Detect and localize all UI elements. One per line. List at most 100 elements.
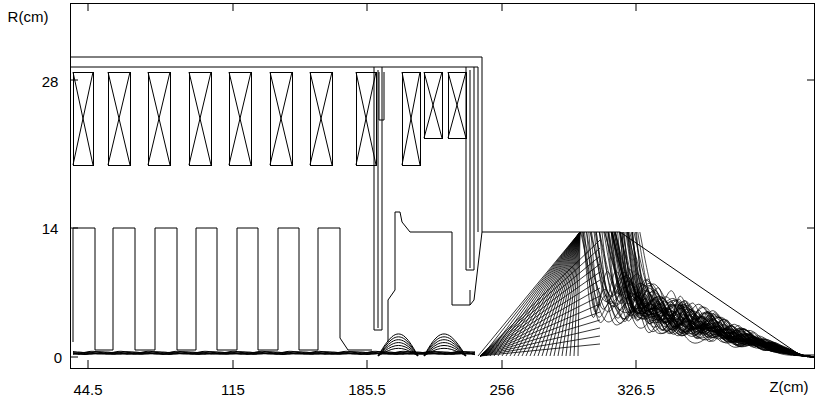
trajectory [480, 336, 600, 356]
trajectory [613, 232, 815, 357]
trajectory [612, 232, 815, 357]
outer-housing [70, 57, 580, 232]
plot-frame [71, 4, 815, 369]
trajectory [628, 232, 815, 357]
tick-label: 44.5 [73, 382, 102, 397]
tick-label: 115 [221, 382, 245, 397]
tick-label: 14 [42, 221, 59, 236]
coil [402, 72, 421, 166]
trajectory [611, 232, 815, 357]
trajectory [620, 232, 815, 355]
trajectory [581, 232, 815, 357]
trajectory [580, 232, 620, 233]
coil [229, 72, 252, 166]
trajectory [623, 232, 815, 357]
tick-label: 28 [42, 74, 59, 89]
trajectory [622, 232, 815, 357]
tick-label: 185.5 [348, 382, 386, 397]
trajectory [582, 232, 815, 357]
trajectory [478, 232, 580, 356]
trajectory [590, 232, 815, 357]
trajectory [595, 232, 815, 357]
solenoid-coils [73, 72, 467, 166]
tick-label: 256 [489, 382, 514, 397]
drift-tube-profile [73, 212, 482, 350]
coil [270, 72, 293, 166]
trajectory [480, 256, 600, 356]
trajectory [611, 232, 815, 357]
trajectory [628, 232, 815, 357]
trajectory [622, 232, 815, 357]
trajectory [600, 232, 815, 357]
trajectory [627, 232, 815, 357]
trajectory [628, 232, 815, 357]
trajectory [554, 232, 580, 356]
trajectory [612, 232, 815, 357]
axis-title: R(cm) [8, 9, 49, 24]
trajectory [378, 334, 418, 356]
trajectory [604, 232, 815, 357]
trajectory [480, 296, 600, 356]
trajectory [480, 344, 600, 356]
trajectory [620, 232, 815, 357]
trajectory [629, 232, 815, 357]
trajectory [620, 232, 815, 357]
trajectory [480, 264, 600, 356]
trajectory [546, 232, 580, 356]
trajectory [594, 232, 815, 357]
trajectory [612, 232, 815, 357]
tick-label: 326.5 [617, 382, 655, 397]
trajectory [608, 232, 815, 357]
trajectory [620, 232, 815, 357]
trajectory [480, 280, 600, 356]
trajectory [602, 232, 815, 357]
axis-title: Z(cm) [769, 379, 808, 394]
coil [148, 72, 171, 166]
trajectory [608, 232, 815, 357]
axis-ticks [70, 3, 815, 368]
tick-label: 0 [54, 350, 62, 365]
trajectory [490, 232, 580, 356]
trajectory [605, 232, 815, 357]
coil [310, 72, 333, 166]
coil [73, 72, 94, 166]
trajectory [620, 232, 815, 357]
trajectory [480, 272, 600, 356]
trajectory [480, 240, 600, 356]
trajectory [480, 320, 600, 356]
coil [424, 72, 443, 139]
trajectory [480, 312, 600, 356]
trajectory [624, 232, 815, 357]
trajectory [574, 232, 580, 356]
trajectory [589, 232, 815, 357]
trajectory [583, 232, 815, 357]
trajectory [424, 334, 466, 356]
trajectory [632, 232, 815, 357]
trajectory [510, 232, 580, 356]
trajectory [591, 232, 815, 357]
coil [108, 72, 131, 166]
trajectory [612, 232, 815, 357]
trajectory [480, 248, 600, 356]
trajectory [526, 232, 580, 356]
trajectory [585, 232, 815, 357]
trajectory [480, 304, 600, 356]
electrode-plate [374, 67, 474, 330]
trajectory [607, 232, 815, 357]
trajectory [591, 232, 815, 357]
electron-trajectories [73, 232, 815, 357]
trajectory [618, 232, 815, 357]
trajectory [611, 232, 815, 357]
trajectory [480, 328, 600, 356]
trajectory [634, 232, 815, 357]
trajectory [612, 232, 815, 357]
trajectory [498, 232, 580, 356]
coil [356, 72, 377, 166]
trajectory [626, 232, 815, 357]
trajectory [583, 232, 815, 357]
trajectory [480, 288, 600, 356]
coil [448, 72, 467, 139]
coil [189, 72, 212, 166]
trajectory [608, 232, 815, 357]
